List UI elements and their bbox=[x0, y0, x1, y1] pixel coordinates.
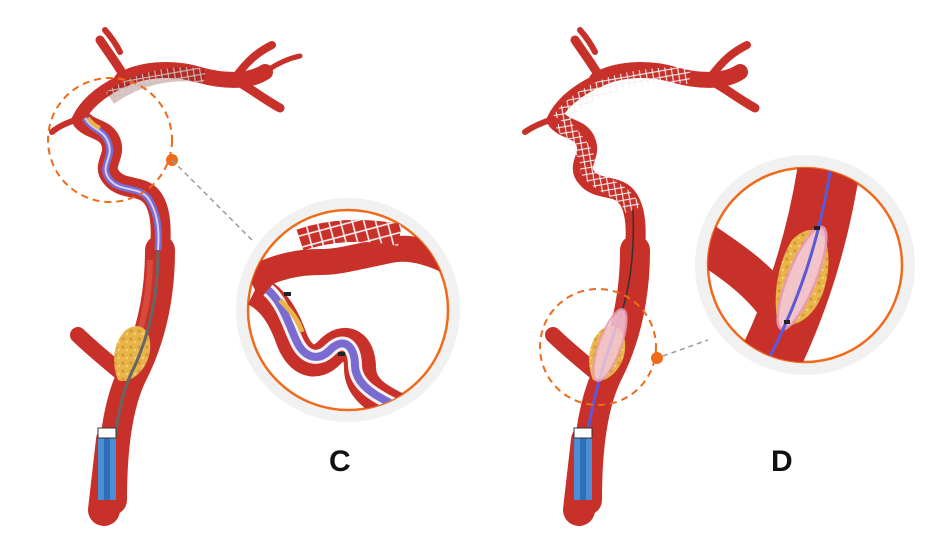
catheter-c bbox=[81, 116, 162, 501]
orange-dot-icon bbox=[651, 352, 663, 364]
callout-line-d bbox=[662, 339, 709, 357]
callout-circle-c bbox=[47, 77, 173, 203]
catheter-d bbox=[573, 209, 635, 500]
callout-circle-d bbox=[539, 288, 657, 406]
plaque-c bbox=[114, 326, 151, 381]
panel-c bbox=[47, 27, 460, 526]
panel-label-d: D bbox=[771, 445, 793, 478]
panel-d bbox=[522, 27, 915, 526]
balloon-d bbox=[592, 308, 628, 382]
zoom-inset-c bbox=[236, 198, 460, 422]
zoom-inset-d bbox=[695, 155, 915, 375]
panel-label-c: C bbox=[329, 445, 351, 478]
callout-line-c bbox=[171, 159, 253, 241]
